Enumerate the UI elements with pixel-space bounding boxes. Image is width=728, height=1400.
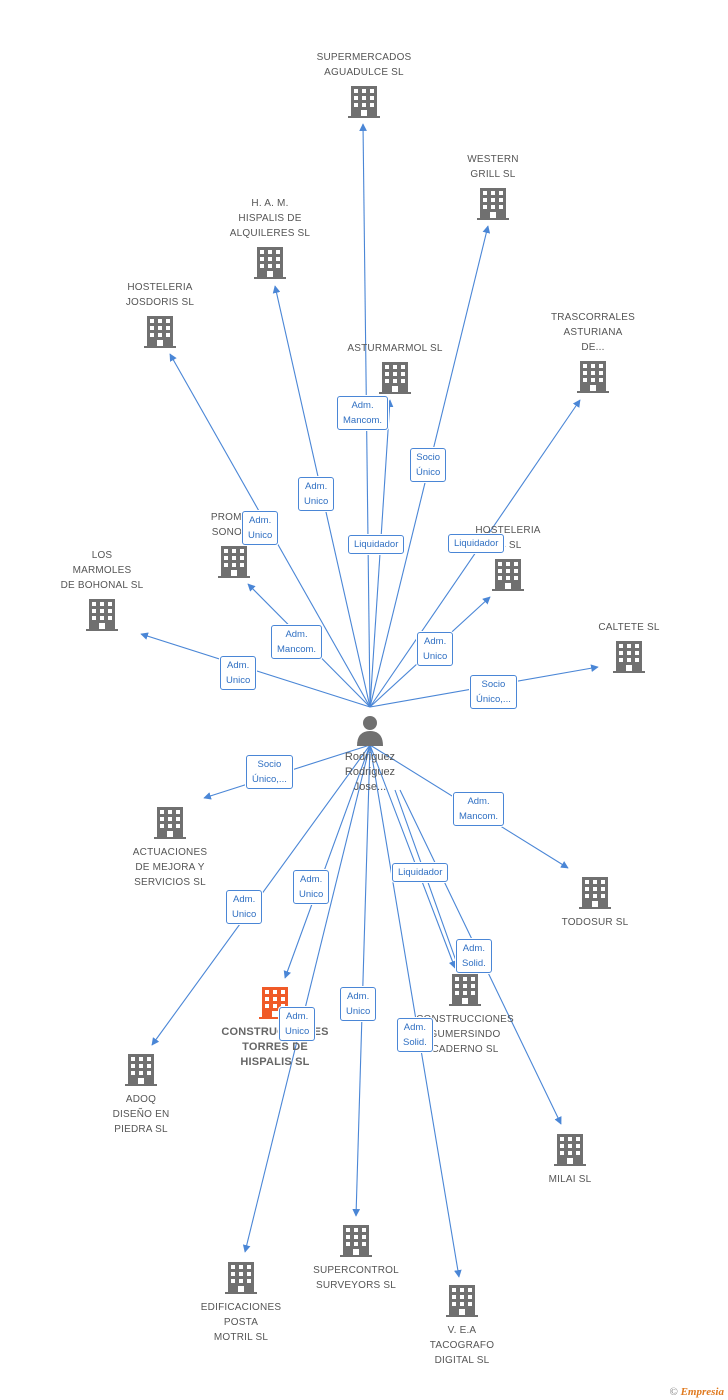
building-icon[interactable] bbox=[492, 559, 524, 591]
building-icon[interactable] bbox=[477, 188, 509, 220]
edge-edificaciones bbox=[242, 744, 371, 1253]
relation-badge[interactable]: Socio Único bbox=[410, 448, 447, 482]
company-name[interactable]: CONSTRUCCIONES TORRES DE HISPALIS SL bbox=[221, 1026, 329, 1068]
company-name[interactable]: CONSTRUCCIONES GUMERSINDO CADERNO SL bbox=[416, 1014, 514, 1055]
relation-badge[interactable]: Adm. Mancom. bbox=[337, 396, 389, 430]
relation-badge[interactable]: Socio Único,... bbox=[246, 755, 293, 789]
edge-construcciones_torres bbox=[283, 744, 371, 979]
edge-trascorrales bbox=[369, 399, 581, 708]
edge-supercontrol bbox=[352, 744, 371, 1217]
company-node[interactable]: H. A. M. HISPALIS DE ALQUILERES SL bbox=[200, 196, 340, 241]
relation-badge[interactable]: Liquidador bbox=[392, 863, 449, 882]
company-name[interactable]: ASTURMARMOL SL bbox=[347, 343, 443, 354]
relation-badge[interactable]: Adm. Unico bbox=[279, 1007, 316, 1041]
company-node[interactable]: CALTETE SL bbox=[559, 620, 699, 635]
company-name[interactable]: LOS MARMOLES DE BOHONAL SL bbox=[60, 550, 144, 591]
person-icon[interactable] bbox=[357, 716, 383, 746]
company-node[interactable]: HOSTELERIA JOSDORIS SL bbox=[90, 280, 230, 310]
relation-badge[interactable]: Liquidador bbox=[348, 535, 405, 554]
relation-badge[interactable]: Adm. Unico bbox=[298, 477, 335, 511]
relation-badge[interactable]: Adm. Mancom. bbox=[271, 625, 323, 659]
relation-badge[interactable]: Adm. Unico bbox=[340, 987, 377, 1021]
company-name[interactable]: HOSTELERIA JOSDORIS SL bbox=[125, 282, 195, 308]
copyright-mark: © bbox=[669, 1386, 678, 1398]
relation-badge[interactable]: Adm. Unico bbox=[242, 511, 279, 545]
footer: © Empresia bbox=[669, 1386, 724, 1398]
company-node[interactable]: ACTUACIONES DE MEJORA Y SERVICIOS SL bbox=[100, 845, 240, 890]
company-node[interactable]: TODOSUR SL bbox=[525, 915, 665, 930]
relation-badge[interactable]: Adm. Unico bbox=[293, 870, 330, 904]
company-node[interactable]: TRASCORRALES ASTURIANA DE... bbox=[523, 310, 663, 355]
company-name[interactable]: WESTERN GRILL SL bbox=[467, 154, 519, 180]
building-icon[interactable] bbox=[225, 1262, 257, 1294]
company-name[interactable]: SUPERMERCADOS AGUADULCE SL bbox=[316, 52, 412, 78]
company-node[interactable]: ADOQ DISEÑO EN PIEDRA SL bbox=[71, 1092, 211, 1137]
company-node[interactable]: V. E.A TACOGRAFO DIGITAL SL bbox=[392, 1323, 532, 1368]
company-name[interactable]: MILAI SL bbox=[548, 1174, 592, 1185]
company-node[interactable]: SUPERCONTROL SURVEYORS SL bbox=[286, 1263, 426, 1293]
company-node[interactable]: MILAI SL bbox=[500, 1172, 640, 1187]
edge-construcciones_gumersindo bbox=[369, 744, 457, 969]
building-icon[interactable] bbox=[449, 974, 481, 1006]
building-icon[interactable] bbox=[254, 247, 286, 279]
building-icon[interactable] bbox=[144, 316, 176, 348]
company-node[interactable]: LOS MARMOLES DE BOHONAL SL bbox=[32, 548, 172, 593]
company-node[interactable]: PROMOD SONORA bbox=[164, 510, 304, 540]
building-icon[interactable] bbox=[340, 1225, 372, 1257]
building-icon[interactable] bbox=[379, 362, 411, 394]
building-icon[interactable] bbox=[554, 1134, 586, 1166]
company-node[interactable]: ASTURMARMOL SL bbox=[325, 341, 465, 356]
company-name[interactable]: ADOQ DISEÑO EN PIEDRA SL bbox=[112, 1094, 170, 1135]
building-icon[interactable] bbox=[218, 546, 250, 578]
relation-badge[interactable]: Adm. Solid. bbox=[456, 939, 492, 973]
company-name[interactable]: SUPERCONTROL SURVEYORS SL bbox=[313, 1265, 399, 1291]
company-node[interactable]: SUPERMERCADOS AGUADULCE SL bbox=[294, 50, 434, 80]
relation-badge[interactable]: Adm. Solid. bbox=[397, 1018, 433, 1052]
building-icon[interactable] bbox=[125, 1054, 157, 1086]
company-name[interactable]: CALTETE SL bbox=[598, 622, 660, 633]
relation-badge[interactable]: Adm. Unico bbox=[220, 656, 257, 690]
company-node[interactable]: EDIFICACIONES POSTA MOTRIL SL bbox=[171, 1300, 311, 1345]
brand-logo[interactable]: Empresia bbox=[680, 1386, 724, 1398]
company-name[interactable]: ACTUACIONES DE MEJORA Y SERVICIOS SL bbox=[132, 847, 208, 888]
building-icon[interactable] bbox=[86, 599, 118, 631]
relation-badge[interactable]: Adm. Mancom. bbox=[453, 792, 505, 826]
edge-vea bbox=[369, 744, 462, 1278]
relation-badge[interactable]: Adm. Unico bbox=[417, 632, 454, 666]
company-name[interactable]: TODOSUR SL bbox=[561, 917, 629, 928]
company-name[interactable]: EDIFICACIONES POSTA MOTRIL SL bbox=[200, 1302, 282, 1343]
building-icon[interactable] bbox=[577, 361, 609, 393]
company-node[interactable]: CONSTRUCCIONES GUMERSINDO CADERNO SL bbox=[395, 1012, 535, 1057]
building-icon[interactable] bbox=[613, 641, 645, 673]
relation-badge[interactable]: Socio Único,... bbox=[470, 675, 517, 709]
building-icon[interactable] bbox=[579, 877, 611, 909]
company-node[interactable]: CONSTRUCCIONES TORRES DE HISPALIS SL bbox=[205, 1025, 345, 1070]
company-name[interactable]: V. E.A TACOGRAFO DIGITAL SL bbox=[429, 1325, 495, 1366]
company-node[interactable]: WESTERN GRILL SL bbox=[423, 152, 563, 182]
building-icon[interactable] bbox=[348, 86, 380, 118]
company-name[interactable]: PROMOD SONORA bbox=[210, 512, 258, 538]
building-icon[interactable] bbox=[154, 807, 186, 839]
company-name[interactable]: TRASCORRALES ASTURIANA DE... bbox=[550, 312, 636, 353]
center-person-name[interactable]: Rodriguez Rodriguez Jose... bbox=[344, 751, 396, 793]
relation-badge[interactable]: Liquidador bbox=[448, 534, 505, 553]
relation-badge[interactable]: Adm. Unico bbox=[226, 890, 263, 924]
company-name[interactable]: H. A. M. HISPALIS DE ALQUILERES SL bbox=[229, 198, 311, 239]
node-icons bbox=[86, 86, 645, 1317]
building-icon[interactable] bbox=[446, 1285, 478, 1317]
